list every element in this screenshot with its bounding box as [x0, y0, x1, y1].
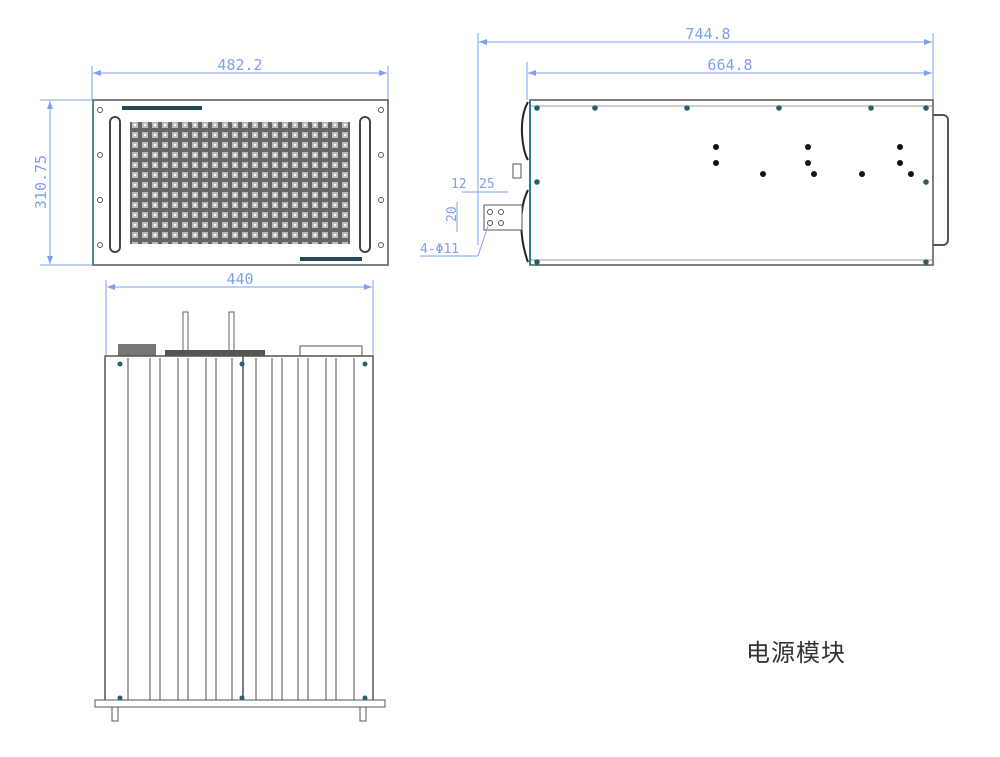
mounting-bracket [483, 204, 523, 231]
hole-icon [805, 160, 811, 166]
bracket-dim-b: 25 [479, 177, 495, 192]
output-terminal-rod [228, 311, 235, 355]
mount-screw-icon [868, 105, 874, 111]
hole-icon [713, 144, 719, 150]
side-view: 744.8 664.8 12 25 20 4-Φ11 [420, 25, 949, 266]
screw-icon [378, 197, 384, 203]
mount-screw-icon [923, 259, 929, 265]
front-width-dimension: 482.2 [217, 56, 262, 74]
screw-icon [378, 152, 384, 158]
mount-screw-icon [923, 105, 929, 111]
hole-icon [859, 171, 865, 177]
hole-icon [908, 171, 914, 177]
top-view: 440 [94, 270, 386, 722]
hole-icon [713, 160, 719, 166]
mount-screw-icon [923, 179, 929, 185]
side-handle [933, 114, 949, 246]
front-screws [97, 107, 384, 248]
front-handle-right [359, 116, 371, 253]
front-nameplate [300, 257, 362, 261]
hole-icon [897, 160, 903, 166]
input-connector [118, 344, 156, 356]
terminal-block [165, 350, 265, 356]
mount-screw-icon [534, 105, 540, 111]
side-terminal [512, 163, 522, 179]
mount-screw-icon [592, 105, 598, 111]
front-handle-left [109, 116, 121, 253]
hole-icon [811, 171, 817, 177]
side-holes [534, 105, 929, 265]
hole-spec: 4-Φ11 [420, 242, 459, 257]
caption: 电源模块 [746, 639, 846, 667]
front-label-plate [122, 106, 202, 110]
hole-icon [897, 144, 903, 150]
front-height-dimension: 310.75 [32, 155, 50, 209]
mount-screw-icon [684, 105, 690, 111]
foot [111, 706, 119, 722]
ventilation-grille [130, 122, 350, 244]
mount-screw-icon [776, 105, 782, 111]
hole-icon [760, 171, 766, 177]
front-view: 482.2 310.75 [32, 56, 389, 266]
bracket-dim-c: 20 [445, 206, 460, 222]
screw-icon [97, 197, 103, 203]
screw-icon [378, 242, 384, 248]
heatsink-fins [127, 358, 355, 700]
screw-icon [378, 107, 384, 113]
overall-length-dimension: 744.8 [685, 25, 730, 43]
screw-icon [97, 107, 103, 113]
mount-screw-icon [534, 179, 540, 185]
top-body [104, 355, 374, 706]
hole-icon [805, 144, 811, 150]
screw-icon [97, 242, 103, 248]
mount-screw-icon [534, 259, 540, 265]
side-body [529, 99, 934, 266]
output-terminal-rod [182, 311, 189, 355]
screw-icon [97, 152, 103, 158]
top-width-dimension: 440 [226, 270, 253, 288]
foot [359, 706, 367, 722]
body-length-dimension: 664.8 [707, 56, 752, 74]
signal-connector [299, 345, 363, 357]
mounting-flange [94, 699, 386, 708]
bracket-dim-a: 12 [451, 177, 467, 192]
